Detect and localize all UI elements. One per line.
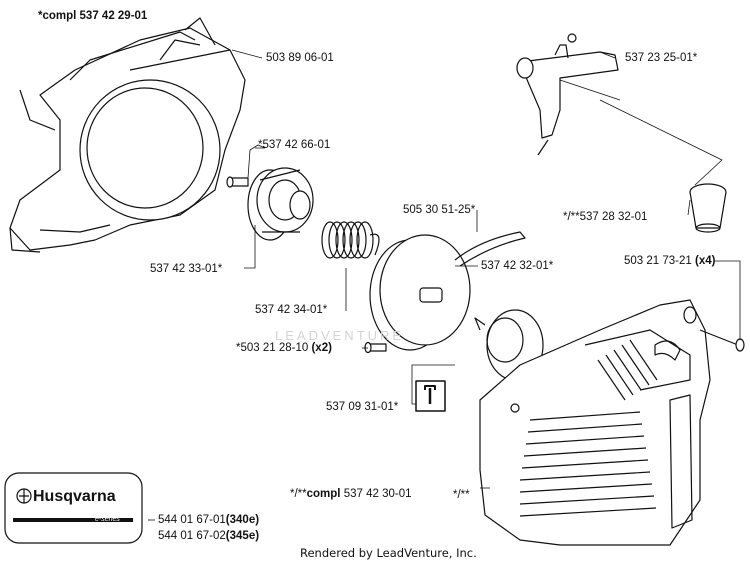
screw-x2-drawing — [364, 341, 387, 354]
label-decal-345: 544 01 67-02(345e) — [158, 530, 260, 542]
label-rope: 505 30 51-25* — [403, 204, 476, 216]
screw-drawing — [226, 176, 249, 188]
label-spring: 537 42 34-01* — [255, 304, 328, 316]
starter-housing-drawing — [479, 299, 711, 546]
label-pulley: *537 42 66-01 — [258, 139, 331, 151]
tool-icon — [415, 380, 446, 412]
rope-pulley-drawing — [369, 231, 526, 351]
husqvarna-decal — [4, 472, 143, 544]
leader-lines — [148, 49, 741, 521]
label-housing-mark: */** — [453, 489, 470, 501]
crankcase-cover-drawing — [9, 17, 246, 253]
label-starter-assembly: */**compl 537 42 30-01 — [290, 488, 412, 500]
label-screw-x4-qty: (x4) — [695, 255, 716, 267]
label-screw-x2: *503 21 28-10 (x2) — [236, 342, 332, 354]
handle-drawing — [516, 33, 619, 156]
pulley-drawing — [247, 167, 314, 241]
bushing-drawing — [689, 183, 727, 233]
spring-drawing — [321, 221, 380, 259]
label-rope-pulley: 537 42 32-01* — [481, 260, 554, 272]
label-tool: 537 09 31-01* — [326, 401, 399, 413]
label-screw-top: 503 89 06-01 — [266, 52, 334, 64]
decal-series: e-series — [95, 516, 120, 523]
label-screw-x2-qty: (x2) — [311, 342, 332, 354]
watermark: LEADVENTURE — [275, 328, 405, 343]
decal-brand: Husqvarna — [33, 488, 116, 505]
screw-x4-drawing — [699, 329, 745, 352]
label-decal-340: 544 01 67-01(340e) — [158, 514, 260, 526]
label-handle: 537 23 25-01* — [625, 52, 698, 64]
label-crankcase-cover: *compl 537 42 29-01 — [38, 10, 148, 22]
footer-credit: Rendered by LeadVenture, Inc. — [300, 546, 477, 560]
label-screw-x4: 503 21 73-21 (x4) — [624, 255, 716, 267]
label-bushing: */**537 28 32-01 — [563, 211, 648, 223]
label-pulley-hub: 537 42 33-01* — [150, 263, 223, 275]
